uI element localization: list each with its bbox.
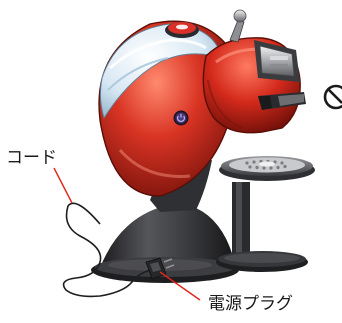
power-icon bbox=[177, 113, 185, 123]
capsule-holder-handle[interactable] bbox=[258, 92, 306, 110]
cup-tray bbox=[219, 156, 315, 181]
plug-leader-line bbox=[159, 271, 201, 301]
power-cord bbox=[62, 202, 151, 298]
cord-label: コード bbox=[6, 148, 57, 168]
lock-lever[interactable] bbox=[229, 9, 247, 43]
power-plug bbox=[145, 257, 175, 280]
water-tank bbox=[99, 23, 223, 120]
plug-label: 電源プラグ bbox=[208, 294, 293, 314]
drip-tray-stand bbox=[216, 182, 308, 272]
power-button[interactable] bbox=[173, 110, 189, 126]
capsule-holder[interactable] bbox=[254, 40, 300, 82]
water-tank-body bbox=[98, 20, 238, 197]
machine-lid bbox=[165, 22, 199, 38]
prohibition-icon bbox=[323, 84, 342, 110]
cord-leader-line bbox=[53, 167, 73, 204]
